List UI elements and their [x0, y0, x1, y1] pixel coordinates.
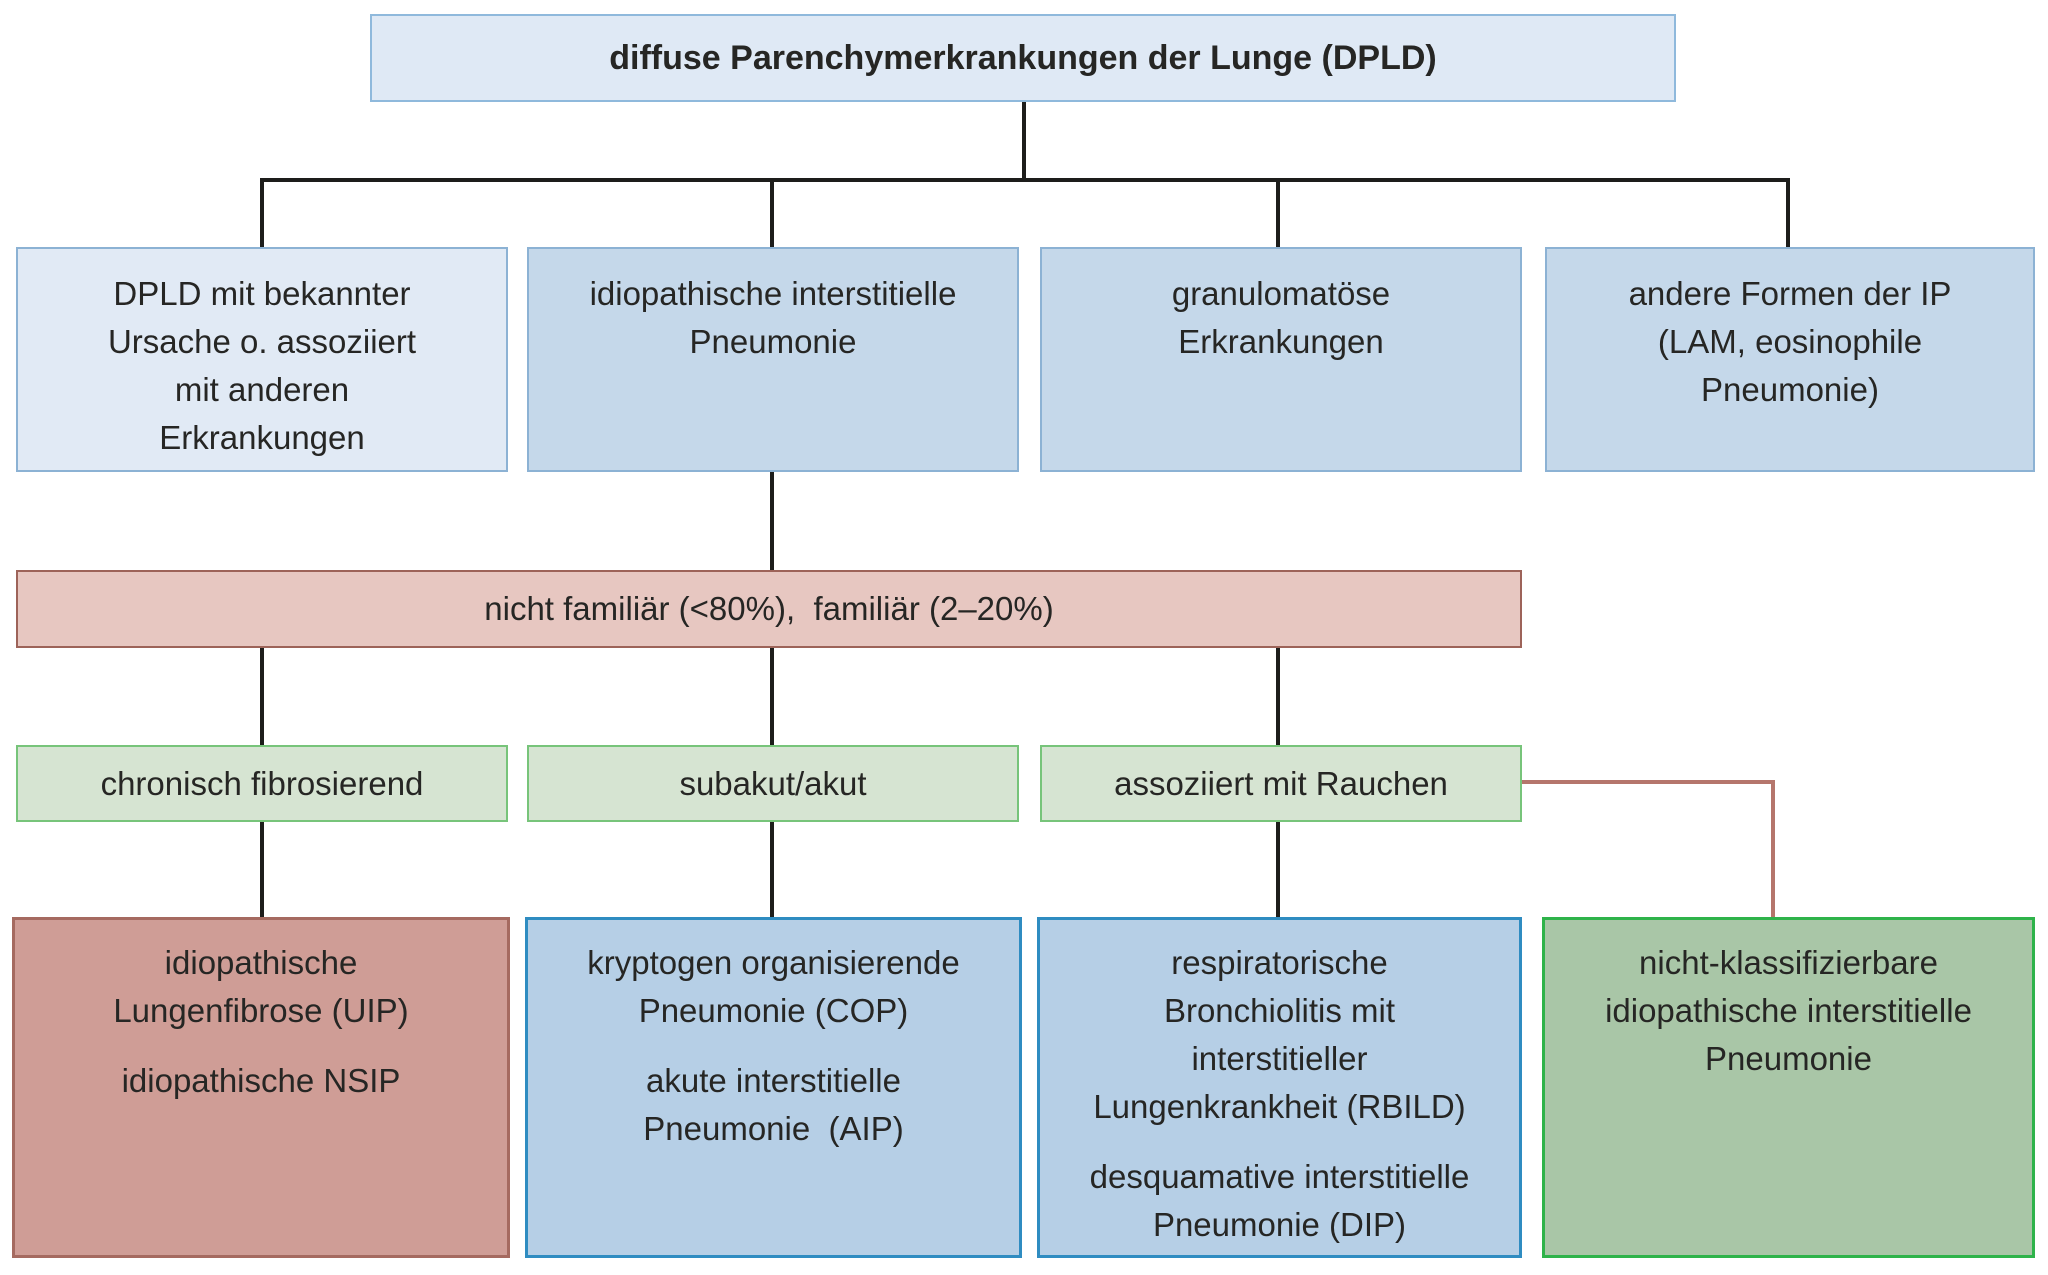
bar-label: subakut/akut	[679, 764, 867, 802]
box-ipf-uip-nsip: idiopathische Lungenfibrose (UIP) idiopa…	[12, 917, 510, 1258]
box-line: Pneumonie (COP)	[638, 992, 909, 1029]
box-cop-aip: kryptogen organisierende Pneumonie (COP)…	[525, 917, 1022, 1258]
box-line: Bronchiolitis mit	[1163, 992, 1396, 1029]
box-line: idiopathische	[164, 944, 358, 981]
bar-label: assoziiert mit Rauchen	[1114, 764, 1448, 802]
box-line: Pneumonie	[689, 323, 857, 360]
box-line: Ursache o. assoziiert	[107, 323, 417, 360]
bar-smoking-associated: assoziiert mit Rauchen	[1040, 745, 1522, 822]
box-line: (LAM, eosinophile	[1657, 323, 1923, 360]
box-line: Erkrankungen	[1178, 323, 1384, 360]
box-line: Erkrankungen	[159, 419, 365, 456]
box-line: DPLD mit bekannter	[113, 275, 411, 312]
box-line: akute interstitielle	[646, 1062, 901, 1099]
bar-label: nicht familiär (<80%), familiär (2–20%)	[484, 590, 1054, 627]
connector-familial-to-smoking	[1276, 648, 1280, 745]
connector-iip-to-familial-bar	[770, 472, 774, 570]
box-idiopathic-interstitial-pneumonia: idiopathische interstitielle Pneumonie	[527, 247, 1019, 472]
connector-red-vertical-to-unclassifiable	[1771, 780, 1775, 917]
box-line: Pneumonie)	[1701, 371, 1879, 408]
title-box-dpld: diffuse Parenchymerkrankungen der Lunge …	[370, 14, 1676, 102]
outcome-paragraph: akute interstitielle Pneumonie (AIP)	[528, 1057, 1019, 1153]
box-line: Pneumonie (AIP)	[643, 1110, 904, 1147]
connector-stub-other-ip	[1786, 178, 1790, 247]
box-line: idiopathische interstitielle	[1605, 992, 1972, 1029]
box-line: idiopathische interstitielle	[589, 275, 957, 312]
connector-chronic-to-uip	[260, 822, 264, 917]
box-line: kryptogen organisierende	[587, 944, 960, 981]
title-label: diffuse Parenchymerkrankungen der Lunge …	[609, 39, 1437, 77]
box-line: Lungenkrankheit (RBILD)	[1093, 1088, 1466, 1125]
outcome-paragraph: idiopathische Lungenfibrose (UIP)	[15, 939, 507, 1035]
box-line: interstitieller	[1191, 1040, 1368, 1077]
connector-smoking-to-rbild	[1276, 822, 1280, 917]
bar-label: chronisch fibrosierend	[100, 764, 424, 802]
outcome-paragraph: respiratorische Bronchiolitis mit inters…	[1040, 939, 1519, 1131]
connector-stub-granulomatous	[1276, 178, 1280, 247]
box-granulomatous-diseases: granulomatöse Erkrankungen	[1040, 247, 1522, 472]
outcome-paragraph: desquamative interstitielle Pneumonie (D…	[1040, 1153, 1519, 1249]
box-unclassifiable-iip: nicht-klassifizierbare idiopathische int…	[1542, 917, 2035, 1258]
box-line: nicht-klassifizierbare	[1639, 944, 1938, 981]
connector-horizontal-rail	[260, 178, 1790, 182]
bar-chronic-fibrosing: chronisch fibrosierend	[16, 745, 508, 822]
connector-subacute-to-cop	[770, 822, 774, 917]
box-line: Pneumonie	[1705, 1040, 1872, 1077]
box-line: idiopathische NSIP	[121, 1062, 401, 1099]
bar-familial-nonfamilial: nicht familiär (<80%), familiär (2–20%)	[16, 570, 1522, 648]
connector-familial-to-subacute	[770, 648, 774, 745]
box-line: andere Formen der IP	[1628, 275, 1952, 312]
box-dpld-known-cause: DPLD mit bekannter Ursache o. assoziiert…	[16, 247, 508, 472]
connector-title-stem	[1022, 100, 1026, 180]
box-line: granulomatöse	[1171, 275, 1391, 312]
connector-familial-to-chronic	[260, 648, 264, 745]
connector-stub-dpld-known	[260, 178, 264, 247]
box-rbild-dip: respiratorische Bronchiolitis mit inters…	[1037, 917, 1522, 1258]
outcome-paragraph: kryptogen organisierende Pneumonie (COP)	[528, 939, 1019, 1035]
box-line: respiratorische	[1171, 944, 1388, 981]
box-line: desquamative interstitielle	[1089, 1158, 1470, 1195]
box-line: Pneumonie (DIP)	[1152, 1206, 1407, 1243]
box-other-ip-forms: andere Formen der IP (LAM, eosinophile P…	[1545, 247, 2035, 472]
connector-red-horizontal-to-unclassifiable	[1522, 780, 1775, 784]
outcome-paragraph: nicht-klassifizierbare idiopathische int…	[1545, 939, 2032, 1083]
box-line: Lungenfibrose (UIP)	[113, 992, 409, 1029]
connector-stub-iip	[770, 178, 774, 247]
bar-subacute-acute: subakut/akut	[527, 745, 1019, 822]
box-line: mit anderen	[174, 371, 350, 408]
outcome-paragraph: idiopathische NSIP	[15, 1057, 507, 1105]
